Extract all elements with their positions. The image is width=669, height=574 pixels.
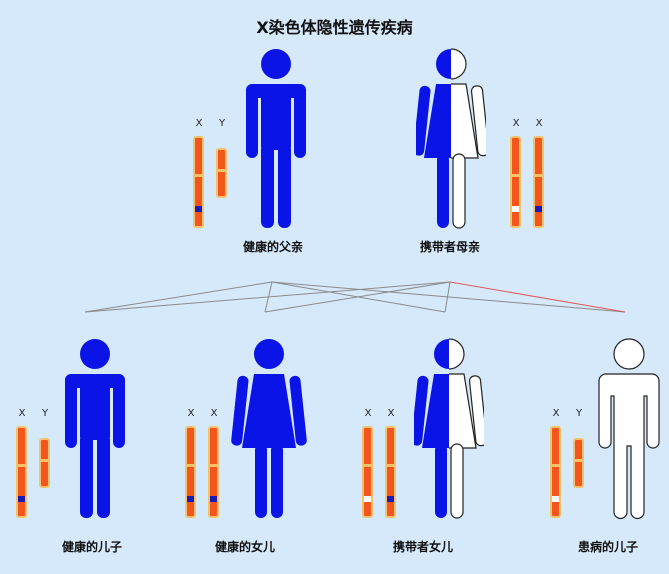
female-carrier-figure-icon: [416, 48, 486, 229]
x-chromosome: [185, 426, 196, 518]
x-chromosome: [208, 426, 219, 518]
y-chromosome: [39, 438, 50, 488]
x-chromosome-label: X: [512, 118, 520, 129]
y-chromosome: [216, 148, 227, 198]
x-chromosome: [193, 136, 204, 228]
healthy-son-label: 健康的儿子: [61, 540, 122, 554]
x-chromosome-label: X: [187, 408, 195, 419]
normal-gene-band: [210, 496, 217, 502]
male-affected-figure-icon: [598, 338, 660, 520]
normal-gene-band: [187, 496, 194, 502]
normal-gene-band: [195, 206, 202, 212]
x-chromosome-label: X: [195, 118, 203, 129]
x-chromosome-label: X: [210, 408, 218, 419]
healthy-daughter-label: 健康的女儿: [214, 540, 275, 554]
x-chromosome-label: X: [387, 408, 395, 419]
x-chromosome: [533, 136, 544, 228]
x-chromosome: [385, 426, 396, 518]
normal-gene-band: [535, 206, 542, 212]
x-chromosome-label: X: [18, 408, 26, 419]
recessive-gene-band: [512, 206, 519, 212]
y-chromosome-label: Y: [575, 408, 583, 419]
y-chromosome-label: Y: [41, 408, 49, 419]
male-figure-icon: [246, 49, 306, 228]
y-chromosome-label: Y: [218, 118, 226, 129]
mother-label: 携带者母亲: [419, 240, 480, 254]
female-carrier-figure-icon: [414, 338, 484, 519]
x-chromosome: [510, 136, 521, 228]
y-chromosome: [573, 438, 584, 488]
x-chromosome: [550, 426, 561, 518]
recessive-gene-band: [364, 496, 371, 502]
normal-gene-band: [387, 496, 394, 502]
x-chromosome: [362, 426, 373, 518]
x-chromosome-label: X: [364, 408, 372, 419]
affected-son-label: 患病的儿子: [577, 540, 638, 554]
carrier-daughter-label: 携带者女儿: [392, 540, 453, 554]
father-label: 健康的父亲: [242, 240, 303, 254]
x-chromosome: [16, 426, 27, 518]
recessive-gene-band: [552, 496, 559, 502]
x-chromosome-label: X: [552, 408, 560, 419]
normal-gene-band: [18, 496, 25, 502]
female-figure-icon: [231, 339, 307, 518]
x-chromosome-label: X: [535, 118, 543, 129]
male-figure-icon: [65, 339, 125, 518]
diagram-title: X染色体隐性遗传疾病: [256, 18, 413, 37]
